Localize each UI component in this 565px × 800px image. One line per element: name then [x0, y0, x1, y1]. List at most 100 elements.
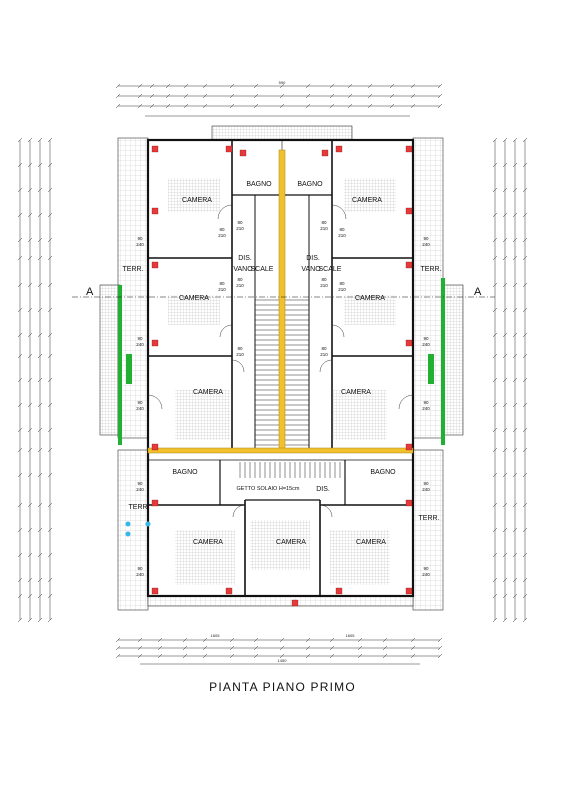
door-height: 210 [218, 287, 226, 292]
dim-tick [492, 472, 498, 478]
room-label: CAMERA [341, 389, 371, 396]
dim-tick [522, 447, 528, 453]
dim-tick [502, 472, 508, 478]
dim-tick [347, 83, 353, 89]
dim-tick [157, 653, 163, 659]
dim-tick [202, 103, 208, 109]
dim-tick [357, 645, 363, 651]
door-height: 210 [320, 352, 328, 357]
column [225, 145, 233, 153]
window-height: 240 [136, 406, 144, 411]
dim-tick [27, 427, 33, 433]
dim-tick [37, 187, 43, 193]
dim-tick [492, 527, 498, 533]
dim-tick [37, 212, 43, 218]
dim-tick [17, 527, 23, 533]
dim-tick [182, 637, 188, 643]
dim-tick [502, 617, 508, 623]
dim-tick [367, 83, 373, 89]
bottom-overall-dimension: 1450 [278, 658, 288, 663]
dim-tick [253, 645, 259, 651]
dim-tick [37, 402, 43, 408]
dim-tick [27, 472, 33, 478]
dim-tick [522, 187, 528, 193]
dim-tick [305, 103, 311, 109]
dim-tick [492, 255, 498, 261]
window-width: 90 [137, 481, 143, 486]
dim-tick [437, 637, 443, 643]
dim-tick [522, 212, 528, 218]
dim-tick [17, 353, 23, 359]
dim-tick [27, 552, 33, 558]
door-width: 80 [219, 281, 225, 286]
dim-tick [27, 353, 33, 359]
dim-tick [253, 93, 259, 99]
dim-tick [165, 103, 171, 109]
door-width: 80 [339, 227, 345, 232]
dim-tick [492, 212, 498, 218]
dim-tick [37, 353, 43, 359]
dim-tick [512, 353, 518, 359]
dim-tick [27, 402, 33, 408]
dim-tick [37, 377, 43, 383]
room-label: BAGNO [172, 469, 198, 476]
dim-tick [47, 212, 53, 218]
dim-tick [512, 212, 518, 218]
room-label: TERR. [419, 515, 440, 522]
dim-tick [357, 637, 363, 643]
dim-tick [522, 137, 528, 143]
dim-tick [522, 162, 528, 168]
dim-tick [27, 617, 33, 623]
dim-tick [37, 447, 43, 453]
room-label: CAMERA [356, 539, 386, 546]
dim-tick [37, 593, 43, 599]
dim-tick [17, 332, 23, 338]
dim-tick [437, 93, 443, 99]
room-label: TERR. [129, 504, 150, 511]
dim-tick [512, 237, 518, 243]
dim-tick [183, 93, 189, 99]
door-width: 80 [321, 277, 327, 282]
dim-tick [502, 502, 508, 508]
door-width: 80 [237, 277, 243, 282]
dim-tick [37, 137, 43, 143]
dim-tick [502, 332, 508, 338]
window-height: 240 [422, 342, 430, 347]
window-height: 240 [136, 572, 144, 577]
dim-tick [47, 377, 53, 383]
dim-tick [47, 593, 53, 599]
dim-tick [329, 653, 335, 659]
dim-tick [202, 645, 208, 651]
column [405, 145, 413, 153]
dim-tick [279, 103, 285, 109]
column [151, 261, 159, 269]
dim-tick [229, 103, 235, 109]
dim-tick [17, 447, 23, 453]
dim-tick [522, 577, 528, 583]
dim-tick [502, 377, 508, 383]
window-height: 240 [422, 242, 430, 247]
dim-tick [27, 187, 33, 193]
dim-tick [17, 617, 23, 623]
bottom-dimension-chains [115, 637, 443, 665]
window-height: 240 [136, 342, 144, 347]
column [405, 443, 413, 451]
dim-tick [27, 577, 33, 583]
column [405, 261, 413, 269]
column [151, 499, 159, 507]
dim-tick [47, 255, 53, 261]
column [225, 587, 233, 595]
dim-tick [329, 93, 335, 99]
dim-tick [229, 637, 235, 643]
window-height: 240 [136, 242, 144, 247]
dim-tick [27, 377, 33, 383]
dim-tick [47, 307, 53, 313]
dim-tick [279, 653, 285, 659]
dim-tick [17, 593, 23, 599]
dim-tick [492, 332, 498, 338]
dim-tick [149, 93, 155, 99]
dim-tick [229, 653, 235, 659]
dim-tick [512, 187, 518, 193]
dim-tick [17, 472, 23, 478]
